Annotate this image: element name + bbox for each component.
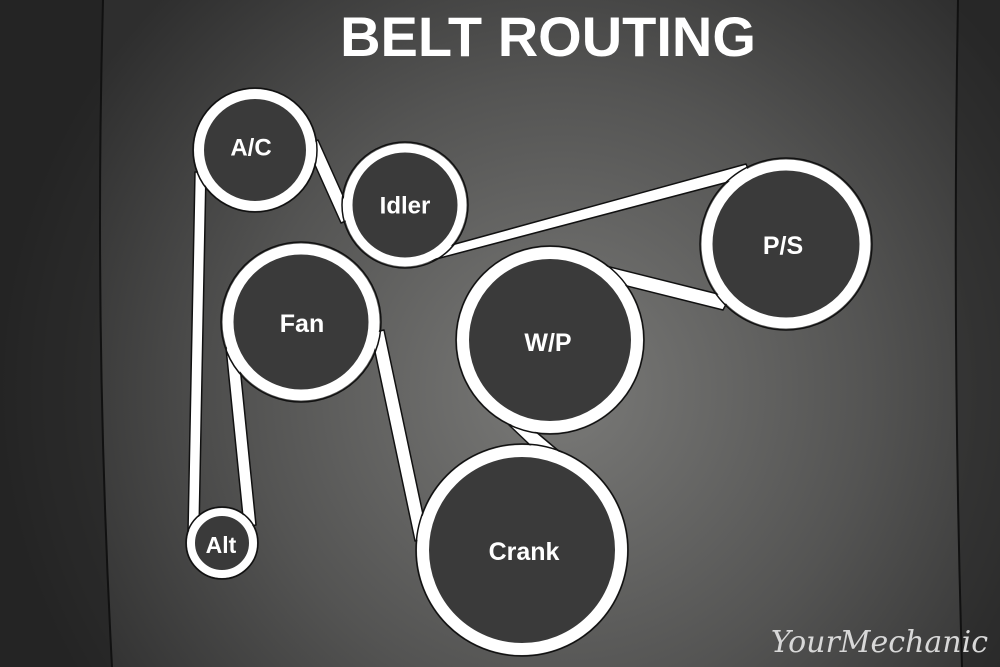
pulley-alt: Alt [185, 506, 259, 580]
page-title: BELT ROUTING [340, 5, 756, 68]
pulley-label-idler: Idler [380, 193, 431, 220]
pulley-ps: P/S [699, 157, 873, 331]
pulley-label-alt: Alt [206, 532, 237, 558]
right-panel-line [954, 0, 963, 667]
pulley-crank: Crank [415, 443, 629, 657]
pulley-ac: A/C [192, 87, 318, 213]
left-panel-edge [0, 0, 112, 667]
belt-path [187, 139, 752, 542]
pulley-wp: W/P [455, 245, 645, 435]
pulley-fan: Fan [220, 241, 382, 403]
pulley-label-fan: Fan [280, 310, 324, 338]
pulley-idler: Idler [341, 141, 469, 269]
pulley-label-wp: W/P [524, 329, 571, 357]
watermark-logo: YourMechanic [771, 625, 988, 660]
left-panel-line [99, 0, 113, 667]
right-panel-edge [955, 0, 1000, 667]
pulley-label-ac: A/C [230, 135, 271, 162]
pulley-label-ps: P/S [763, 232, 803, 260]
pulley-label-crank: Crank [489, 538, 560, 566]
